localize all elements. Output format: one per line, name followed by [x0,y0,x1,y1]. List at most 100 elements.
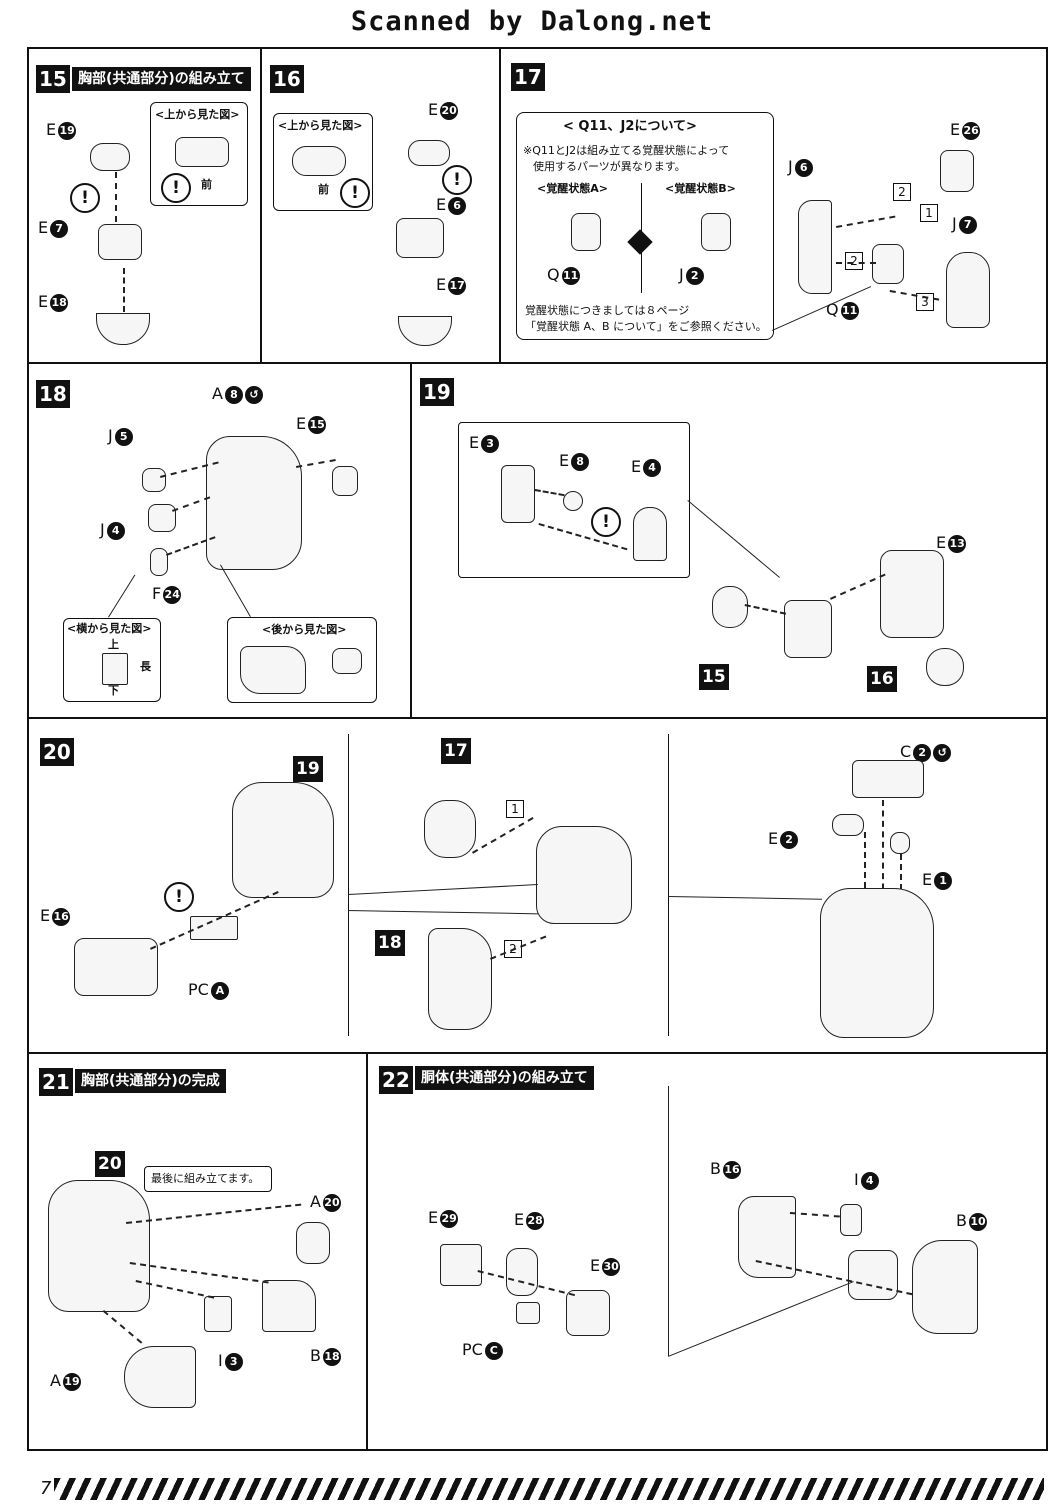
part-drawing [890,832,910,854]
part-drawing [712,586,748,628]
step-20-number: 20 [40,738,74,766]
part-drawing [852,760,924,798]
step-reference: 15 [699,664,729,690]
step-reference: 16 [867,666,897,692]
front-label: 前 [201,178,212,191]
front-label: 前 [318,183,329,196]
sequence-marker: 1 [506,800,524,818]
side-view-box: <横から見た図> 上 長 下 [63,618,161,702]
part-drawing [784,600,832,658]
caution-icon: ! [340,178,370,208]
assembly-guide [123,268,125,312]
part-drawing [832,814,864,836]
part-drawing [946,252,990,328]
part-drawing [516,1302,540,1324]
part-drawing [738,1196,796,1278]
caution-icon: ! [70,183,100,213]
step-15-number: 15 [36,65,70,93]
part-drawing [292,146,346,176]
state-a-label: <覚醒状態A> [537,182,608,195]
part-drawing [204,1296,232,1332]
top-view-box: <上から見た図> 前 ! [273,113,373,211]
step-21-number: 21 [39,1068,73,1096]
part-drawing [332,648,362,674]
assembly-guide [836,262,876,264]
sequence-marker: 2 [845,252,863,270]
part-drawing [90,143,130,171]
back-view-box: <後から見た図> [227,617,377,703]
part-drawing [150,548,168,576]
part-drawing [262,1280,316,1332]
step-17-number: 17 [511,63,545,91]
part-drawing [74,938,158,996]
part-drawing [501,465,535,523]
part-drawing [296,1222,330,1264]
caution-icon: ! [591,507,621,537]
part-drawing [190,916,238,940]
part-drawing [428,928,492,1030]
part-drawing [912,1240,978,1334]
caution-icon: ! [442,165,472,195]
part-drawing [701,213,731,251]
part-drawing [142,468,166,492]
instruction-grid [27,47,1048,1451]
callout-box: 最後に組み立てます。 [144,1166,272,1192]
part-drawing [148,504,176,532]
assembly-guide [115,172,117,222]
box-note-line: ※Q11とJ2は組み立てる覚醒状態によって [523,144,730,157]
direction-label: 下 [108,684,119,697]
page-number: 7 [40,1478,52,1499]
part-drawing [940,150,974,192]
step-21-title: 胸部(共通部分)の完成 [75,1069,226,1093]
part-drawing [536,826,632,924]
part-drawing [840,1204,862,1236]
step-15-title: 胸部(共通部分)の組み立て [72,67,251,91]
step-19-number: 19 [420,378,454,406]
part-drawing [48,1180,150,1312]
part-drawing [633,507,667,561]
step-reference: 18 [375,930,405,956]
direction-label: 長 [140,660,151,673]
part-drawing [566,1290,610,1336]
step-reference: 17 [441,738,471,764]
part-drawing [440,1244,482,1286]
view-label: <後から見た図> [262,623,347,636]
part-drawing [124,1346,196,1408]
part-drawing [571,213,601,251]
part-drawing [424,800,476,858]
box-note-line: 使用するパーツが異なります。 [533,160,686,173]
state-b-label: <覚醒状態B> [665,182,736,195]
part-drawing [798,200,832,294]
sequence-marker: 1 [920,204,938,222]
step-22-title: 胴体(共通部分)の組み立て [415,1066,594,1090]
part-drawing [98,224,142,260]
